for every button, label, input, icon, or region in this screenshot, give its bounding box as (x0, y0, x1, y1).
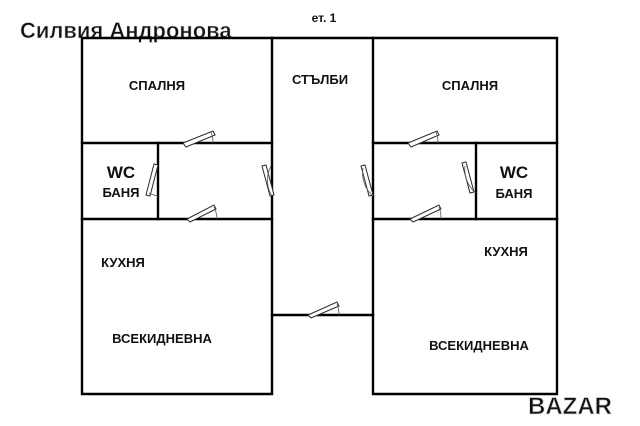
room-label-left-wc: WC (107, 163, 135, 182)
door-left-bedroom (182, 130, 216, 148)
room-label-right-wc: WC (500, 163, 528, 182)
doors (145, 130, 477, 319)
floor-label: ет. 1 (312, 11, 337, 25)
room-label-right-bathroom: БАНЯ (496, 186, 533, 201)
room-label-left-living-room: ВСЕКИДНЕВНА (112, 331, 212, 346)
room-label-left-bedroom: СПАЛНЯ (129, 78, 185, 93)
door-left-kitchen (186, 204, 218, 223)
door-left-wc (145, 163, 159, 197)
door-right-entry (360, 164, 374, 197)
walls (80, 36, 559, 396)
room-label-right-living-room: ВСЕКИДНЕВНА (429, 338, 529, 353)
room-label-left-kitchen: КУХНЯ (101, 255, 145, 270)
watermark-logo: BAZAR (528, 393, 612, 420)
room-label-left-bathroom: БАНЯ (103, 185, 140, 200)
watermark-author: Силвия Андронова (20, 18, 232, 43)
door-right-bedroom (407, 130, 440, 148)
door-right-wc (461, 161, 477, 194)
door-right-kitchen (409, 204, 442, 223)
room-label-stairs: СТЪЛБИ (292, 72, 348, 87)
room-label-right-bedroom: СПАЛНЯ (442, 78, 498, 93)
room-label-right-kitchen: КУХНЯ (484, 244, 528, 259)
door-left-entry (261, 164, 275, 197)
door-stairwell (307, 301, 340, 319)
